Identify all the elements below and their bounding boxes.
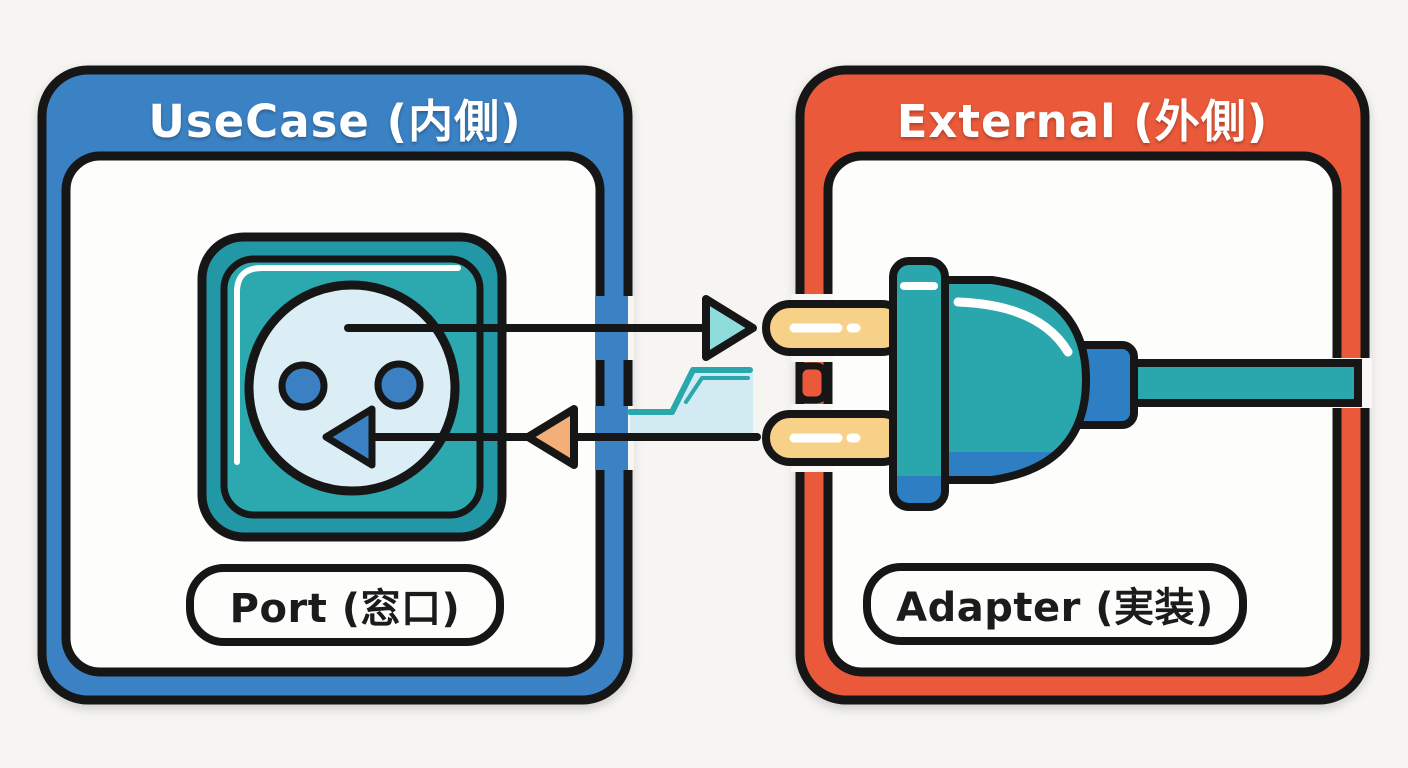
plug-plate-outline [889, 257, 949, 511]
power-plug-icon [762, 257, 1362, 511]
plug-body-outline [941, 276, 1090, 484]
outlet-hole-right [374, 360, 424, 410]
plug-body-highlight [953, 297, 1073, 357]
adapter-label-pill [863, 563, 1247, 645]
signal-line-main [627, 367, 753, 415]
signal-fill [630, 371, 753, 437]
response-arrow-left-icon [322, 405, 761, 469]
plug-plate [893, 261, 945, 507]
border-dash [795, 362, 829, 404]
border-dash [595, 366, 605, 400]
plug-cable [1124, 359, 1362, 407]
request-arrow-right-icon [344, 295, 757, 361]
response-arrowhead-mid [524, 405, 578, 469]
port-label-pill [186, 564, 504, 646]
outlet-inner-line [220, 255, 484, 519]
signal-line-echo [684, 376, 750, 404]
outlet-highlight [234, 265, 461, 465]
signal-step-icon [627, 367, 753, 437]
response-arrowhead-end [322, 405, 376, 469]
outlet-hole-left [278, 361, 328, 411]
border-dash [623, 366, 633, 400]
request-arrowhead [702, 295, 757, 361]
power-outlet-icon [197, 232, 507, 542]
